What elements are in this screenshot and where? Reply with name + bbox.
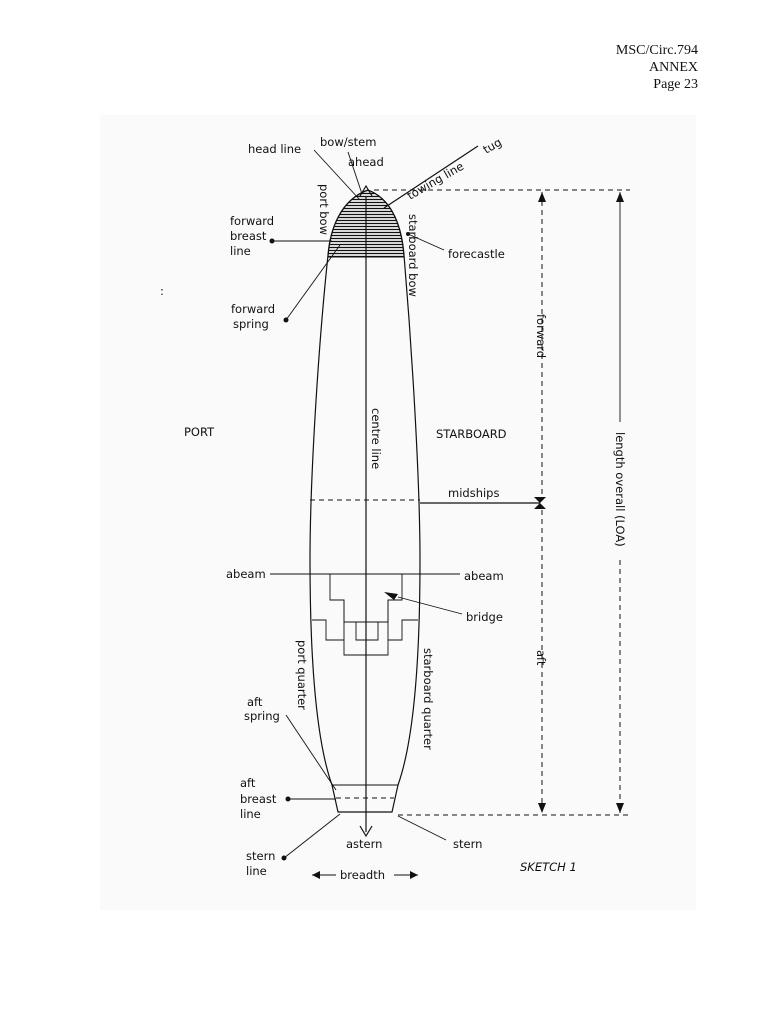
- astern-label: astern: [346, 837, 382, 851]
- ahead-label: ahead: [348, 155, 384, 169]
- bridge-upper: [329, 574, 403, 623]
- forecastle-pointer-dot: [406, 232, 410, 236]
- hull-outline: [309, 189, 421, 813]
- forward-spring-bollard: [283, 317, 289, 323]
- forward-breast-bollard: [269, 238, 275, 244]
- midships-label: midships: [448, 486, 499, 500]
- document-header: MSC/Circ.794 ANNEX Page 23: [616, 42, 698, 93]
- stern-line-label-1: stern: [246, 849, 275, 863]
- towing-line-label: towing line: [405, 159, 467, 203]
- forecastle-label: forecastle: [448, 247, 505, 261]
- towing-line: [383, 145, 479, 209]
- aft-breast-line-label-1: aft: [240, 776, 256, 790]
- tug-label: tug: [481, 135, 505, 157]
- stern-line-rope: [283, 813, 341, 859]
- aft-dimension-arrow-icon: [538, 803, 546, 813]
- aft-spring-rope: [285, 714, 337, 791]
- midships-marker-icon: [534, 497, 546, 509]
- bridge-pointer-arrow-icon: [384, 592, 398, 600]
- head-line-label: head line: [248, 142, 301, 156]
- port-label: PORT: [184, 425, 215, 439]
- forward-spring-label-1: forward: [231, 302, 275, 316]
- aft-spring-label-1: aft: [247, 695, 263, 709]
- forward-spring-label-2: spring: [233, 317, 269, 331]
- starboard-bow-label: starboard bow: [406, 214, 420, 297]
- aft-spring-label-2: spring: [244, 709, 280, 723]
- aft-breast-bollard: [285, 796, 291, 802]
- stern-line-label-2: line: [246, 864, 267, 878]
- breadth-right-arrow-icon: [410, 871, 418, 879]
- forward-breast-line-label-2: breast: [230, 229, 267, 243]
- stern-label: stern: [453, 837, 482, 851]
- forecastle-pointer: [407, 233, 445, 251]
- forward-spring-rope: [285, 244, 341, 321]
- abeam-starboard-label: abeam: [464, 569, 504, 583]
- centre-line-label: centre line: [369, 408, 383, 469]
- breadth-left-arrow-icon: [312, 871, 320, 879]
- abeam-port-label: abeam: [226, 567, 266, 581]
- breadth-label: breadth: [340, 868, 385, 882]
- sketch-caption: SKETCH 1: [520, 860, 577, 874]
- aft-breast-line-label-3: line: [240, 807, 261, 821]
- port-quarter-label: port quarter: [295, 640, 309, 710]
- doc-reference: MSC/Circ.794: [615, 43, 698, 58]
- astern-arrow-icon: [359, 825, 373, 838]
- annex-label: ANNEX: [649, 60, 698, 75]
- loa-bottom-arrow-icon: [616, 803, 624, 813]
- starboard-label: STARBOARD: [436, 427, 507, 441]
- head-line-pointer: [313, 149, 361, 201]
- aft-breast-line-label-2: breast: [240, 792, 277, 806]
- forward-breast-line-label-3: line: [230, 244, 251, 258]
- length-overall-label: length overall (LOA): [613, 432, 627, 547]
- page-number: Page 23: [653, 77, 698, 92]
- forward-dimension-arrow-icon: [538, 192, 546, 202]
- bridge-pointer: [397, 596, 463, 615]
- starboard-quarter-label: starboard quarter: [421, 648, 435, 750]
- aft-dimension-label: aft: [534, 650, 548, 666]
- stray-mark: :: [160, 284, 164, 298]
- forward-dimension-label: forward: [534, 314, 548, 358]
- forward-breast-line-label-1: forward: [230, 214, 274, 228]
- bow-stem-label: bow/stem: [320, 135, 376, 149]
- port-bow-label: port bow: [317, 184, 331, 235]
- bridge-label: bridge: [466, 610, 503, 624]
- bow-stem-pointer: [347, 151, 363, 195]
- bridge-superstructure: [312, 619, 418, 656]
- bridge-inner: [343, 600, 389, 641]
- stern-line-bollard: [281, 855, 287, 861]
- loa-top-arrow-icon: [616, 192, 624, 202]
- stern-pointer: [397, 815, 447, 841]
